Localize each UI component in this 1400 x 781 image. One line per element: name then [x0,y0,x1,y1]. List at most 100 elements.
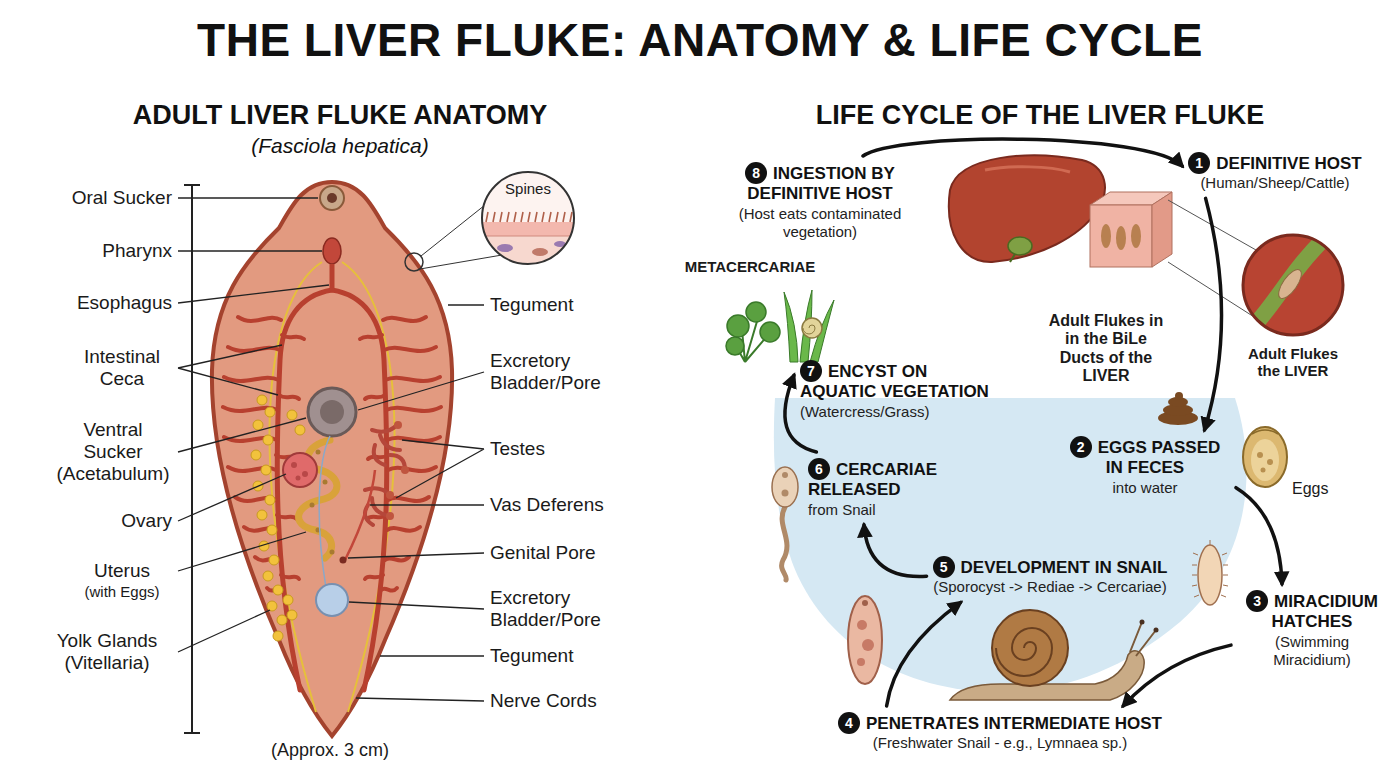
yolk-glands [273,631,283,641]
callout-number: 8 [745,162,767,184]
leader-lines [358,372,484,410]
vas-deferens [345,470,375,560]
egg [1257,452,1263,458]
liver [949,155,1105,262]
egg [1261,468,1266,473]
stage-description: from Snail [808,501,948,519]
yolk-glands [277,615,287,625]
ovary [283,453,317,487]
text-label: ADULT LIVER FLUKE ANATOMY [40,100,640,131]
leader-lines [178,250,322,251]
excretory-bladder [316,436,348,616]
leader-lines [178,197,318,198]
oral-sucker [320,186,344,210]
vegetation [803,325,815,334]
testes [394,421,402,429]
text-label: Testes [490,438,640,460]
leader-lines [370,504,484,505]
stage-description: (Swimming Miracidium) [1237,633,1387,669]
spines-inset [480,236,580,237]
stage-node: 6CERCARIAE RELEASEDfrom Snail [808,458,948,519]
oral-sucker [327,193,337,203]
stage-node: 2EGGS PASSED IN FECESinto water [1060,436,1230,497]
egg [1267,459,1273,465]
text-label: Adult Flukes in in the BiLe Ducts of the… [1042,312,1170,386]
scale-bar [184,185,200,733]
stage-description: (Host eats contaminated vegetation) [713,205,928,241]
vegetation [727,315,749,337]
redia [848,596,882,684]
callout-number: 4 [838,712,860,734]
testes [372,425,405,470]
vas-deferens [340,470,376,564]
miracidium [1192,540,1228,605]
nerve-cords [270,262,395,712]
oral-sucker [320,186,344,210]
snail [1130,622,1156,656]
ovary [291,462,297,468]
scale-bar [184,185,200,733]
spines-inset [405,253,423,271]
yolk-glands [267,525,277,535]
spines-inset [480,170,580,276]
liver [949,155,1105,262]
yolk-glands [265,495,275,505]
vegetation [746,302,766,322]
stage-heading: PENETRATES INTERMEDIATE HOST [866,714,1162,733]
text-label: (Approx. 3 cm) [230,740,430,761]
liver-inset [1243,235,1343,335]
liver-inset [1240,232,1350,342]
leader-lines [349,602,484,609]
stage-heading-row: 2EGGS PASSED IN FECES [1060,436,1230,479]
intestinal-ceca [224,377,279,381]
liver-inset [1240,232,1350,342]
water [774,398,1247,692]
cycle-arrow [1123,645,1231,706]
ovary [283,453,317,487]
text-label: Yolk Glands (Vitellaria) [42,630,172,674]
stage-node: 7ENCYST ON AQUATIC VEGETATION(Watercress… [800,360,1006,421]
uterus [323,480,328,485]
fluke-body [212,182,452,736]
intestinal-ceca [282,335,304,339]
cycle-arrow [863,139,1182,166]
stage-heading-row: 4 PENETRATES INTERMEDIATE HOST [838,712,1162,734]
yolk-glands [273,585,283,595]
callout-number: 5 [933,556,955,578]
stage-node: 4PENETRATES INTERMEDIATE HOST(Freshwater… [838,712,1162,752]
vegetation [802,318,822,338]
vegetation [726,290,834,362]
stage-description: (Sporocyst -> Rediae -> Cercariae) [933,578,1168,596]
intestinal-ceca [223,317,304,591]
testes [365,421,409,525]
spines-inset [486,212,572,222]
yolk-glands [263,435,273,445]
leader-lines [178,198,484,701]
stage-heading-row: 7ENCYST ON AQUATIC VEGETATION [800,360,1006,403]
callout-number: 6 [808,458,830,480]
liver-inset [1275,266,1306,302]
callout-number: 1 [1188,152,1210,174]
intestinal-ceca [223,290,441,690]
text-label: Vas Deferens [490,494,640,516]
cercaria [782,490,789,497]
leader-lines [448,304,484,305]
ventral-sucker [308,388,356,436]
text-label: (Fasciola hepatica) [140,134,540,158]
uterus [310,503,315,508]
redia [862,639,874,651]
yolk-glands [251,450,261,460]
intestinal-ceca [277,290,332,690]
spines-inset [405,170,580,276]
vegetation [784,292,798,362]
cercaria [782,472,788,478]
intestinal-ceca [223,290,332,690]
intestinal-ceca [238,317,281,321]
cycle-arrow [1236,488,1282,584]
miracidium [1198,545,1222,605]
leader-lines [178,532,306,571]
snail [1140,620,1145,625]
text-label: Pharynx [20,240,172,262]
redia [857,658,865,666]
yolk-glands [267,601,277,611]
